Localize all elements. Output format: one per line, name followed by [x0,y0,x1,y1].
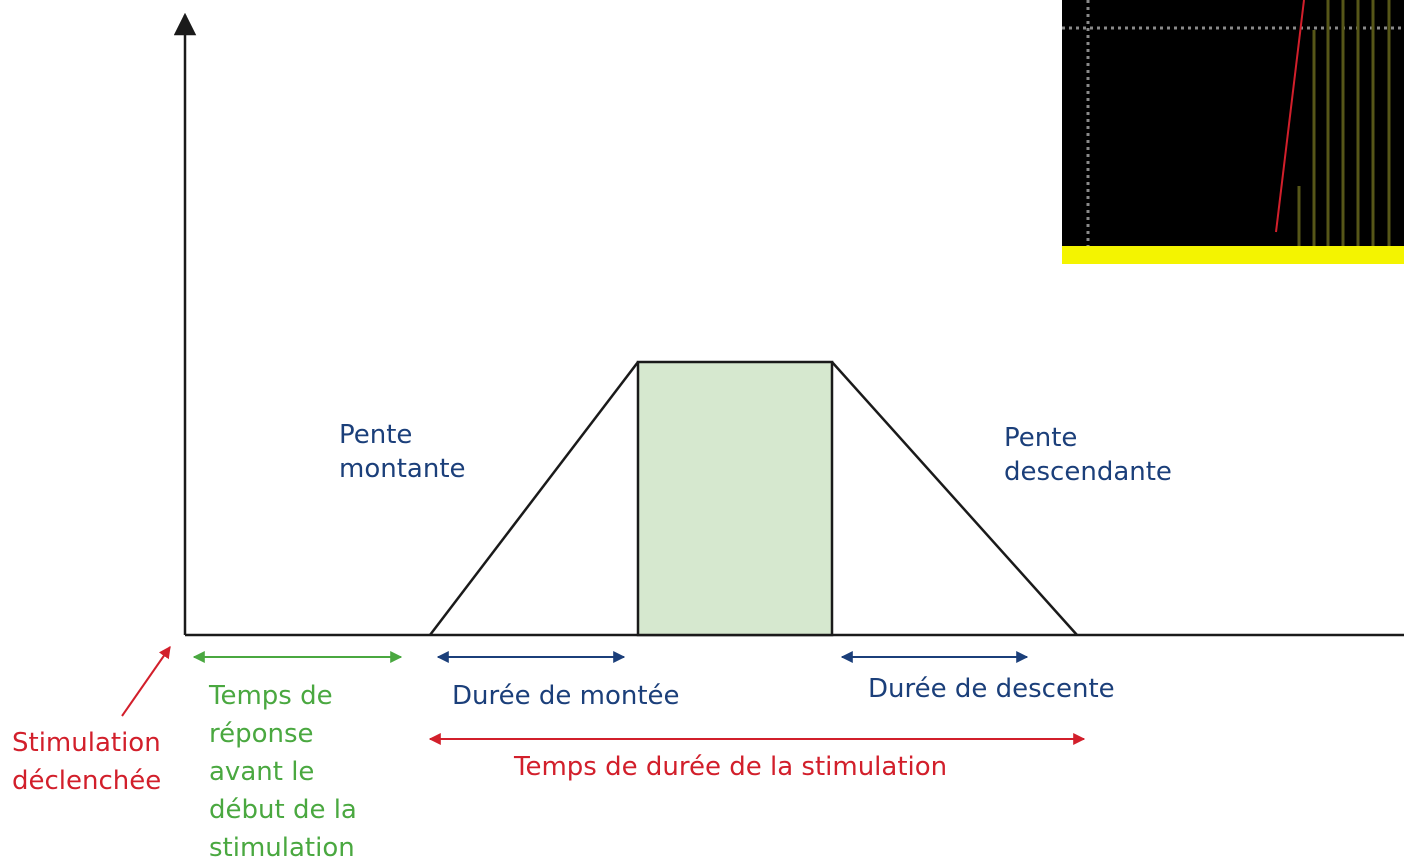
oscilloscope-inset [1062,0,1404,264]
inset-yellow-bar [1062,246,1404,264]
rise-slope-label: Pente montante [339,420,466,484]
rising-slope-line [429,361,639,636]
plateau-region [636,360,834,637]
inset-trace-lines [1297,0,1391,246]
rise-duration-label: Durée de montée [452,681,680,711]
fall-duration-label: Durée de descente [868,674,1115,704]
inset-red-line [1275,0,1305,233]
stimulation-duration-label: Temps de durée de la stimulation [514,752,948,782]
trigger-arrow [121,646,171,717]
stimulation-triggered-label: Stimulation déclenchée [12,728,162,796]
inset-background [1062,0,1404,246]
response-time-label: Temps de réponse avant le début de la st… [209,681,357,863]
falling-slope-line [831,361,1078,636]
fall-slope-label: Pente descendante [1004,423,1172,487]
